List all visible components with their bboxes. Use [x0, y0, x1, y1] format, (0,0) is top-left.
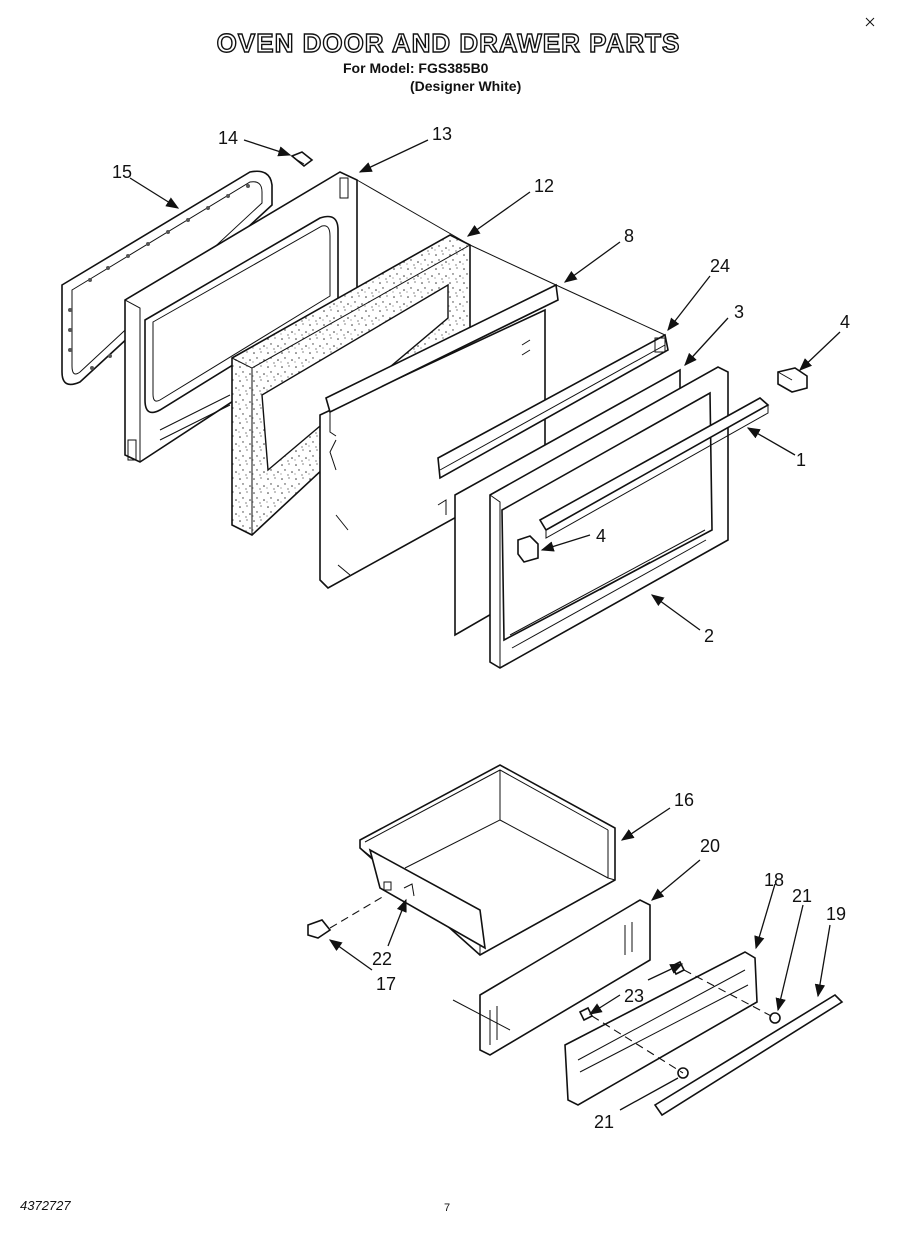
- part-16-drawer-body: [359, 764, 616, 956]
- callout-18: 18: [764, 870, 784, 890]
- callout-21-upper: 21: [792, 886, 812, 906]
- page-number: 7: [444, 1202, 451, 1214]
- part-18-drawer-trim: [564, 951, 758, 1106]
- callout-24: 24: [710, 256, 730, 276]
- callout-13: 13: [432, 124, 452, 144]
- part-14-screw: [290, 151, 314, 168]
- callout-8: 8: [624, 226, 634, 246]
- part-19-trim-strip: [653, 993, 844, 1117]
- callout-22: 22: [372, 949, 392, 969]
- page-title: OVEN DOOR AND DRAWER PARTS: [216, 27, 681, 58]
- part-15-gasket: [61, 170, 273, 386]
- part-24-channel: [437, 333, 669, 480]
- callout-12: 12: [534, 176, 554, 196]
- callout-23: 23: [624, 986, 644, 1006]
- part-20-drawer-front: [452, 899, 651, 1056]
- callout-15: 15: [112, 162, 132, 182]
- callout-17: 17: [376, 974, 396, 994]
- model-line: For Model: FGS385B0: [343, 60, 489, 76]
- color-line: (Designer White): [410, 78, 522, 94]
- part-4-end-cap-right: [777, 367, 808, 393]
- callout-21-lower: 21: [594, 1112, 614, 1132]
- part-8-glass-channel: [319, 283, 559, 589]
- callout-2: 2: [704, 626, 714, 646]
- part-21-washer-upper: [769, 1012, 781, 1024]
- callout-20: 20: [700, 836, 720, 856]
- callout-4-upper: 4: [840, 312, 850, 332]
- callout-4-lower: 4: [596, 526, 606, 546]
- callout-19: 19: [826, 904, 846, 924]
- corner-mark: [865, 17, 875, 27]
- part-1-handle: [538, 397, 770, 539]
- callout-3: 3: [734, 302, 744, 322]
- document-number: 4372727: [20, 1198, 71, 1213]
- callout-1: 1: [796, 450, 806, 470]
- part-2-outer-door: [489, 366, 729, 669]
- callout-16: 16: [674, 790, 694, 810]
- part-4-end-cap-left: [517, 535, 539, 563]
- callout-14: 14: [218, 128, 238, 148]
- part-17-drawer-clip: [307, 919, 332, 939]
